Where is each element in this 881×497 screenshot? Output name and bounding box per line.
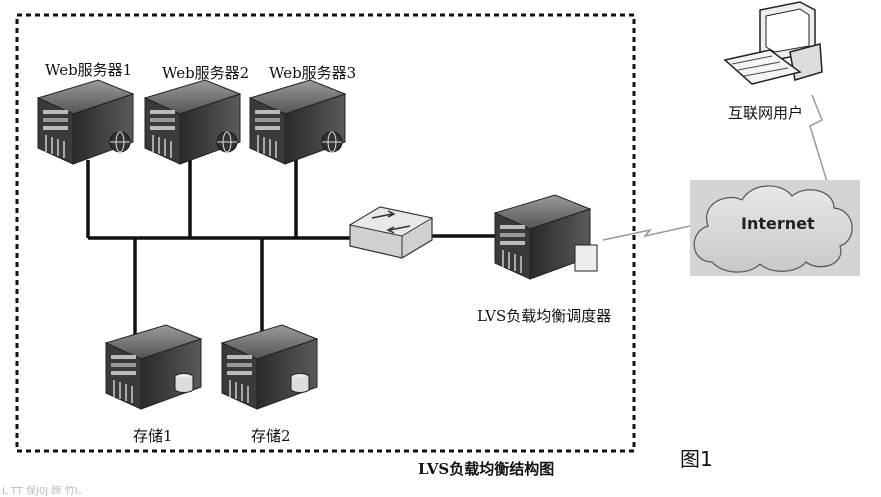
corner-text: L TT 保J0J 蹄 竹I。	[2, 486, 88, 497]
figure-label: 图1	[680, 447, 713, 471]
internet-cloud-icon	[690, 180, 860, 276]
web-server-2-icon	[144, 79, 241, 165]
internet-label: Internet	[741, 214, 815, 233]
storage-2-label: 存储2	[251, 427, 291, 445]
internet-user-label: 互联网用户	[728, 104, 804, 122]
wan-link-balancer-internet	[602, 225, 691, 241]
storage-2-icon	[221, 324, 318, 410]
balancer-label: LVS负载均衡调度器	[477, 307, 612, 325]
switch-icon	[348, 206, 434, 259]
web-server-3-label: Web服务器3	[269, 64, 357, 82]
computer-icon	[723, 1, 823, 85]
cluster-boundary	[15, 13, 636, 453]
web-server-1-icon	[37, 79, 134, 165]
load-balancer-icon	[494, 194, 598, 280]
wan-link-user-internet	[809, 94, 829, 186]
web-server-2-label: Web服务器2	[162, 64, 250, 82]
web-server-1-label: Web服务器1	[45, 61, 133, 79]
storage-1-label: 存储1	[133, 427, 173, 445]
network-links	[86, 160, 497, 345]
storage-1-icon	[105, 324, 202, 410]
web-server-3-icon	[249, 79, 346, 165]
diagram-caption: LVS负载均衡结构图	[418, 460, 555, 478]
